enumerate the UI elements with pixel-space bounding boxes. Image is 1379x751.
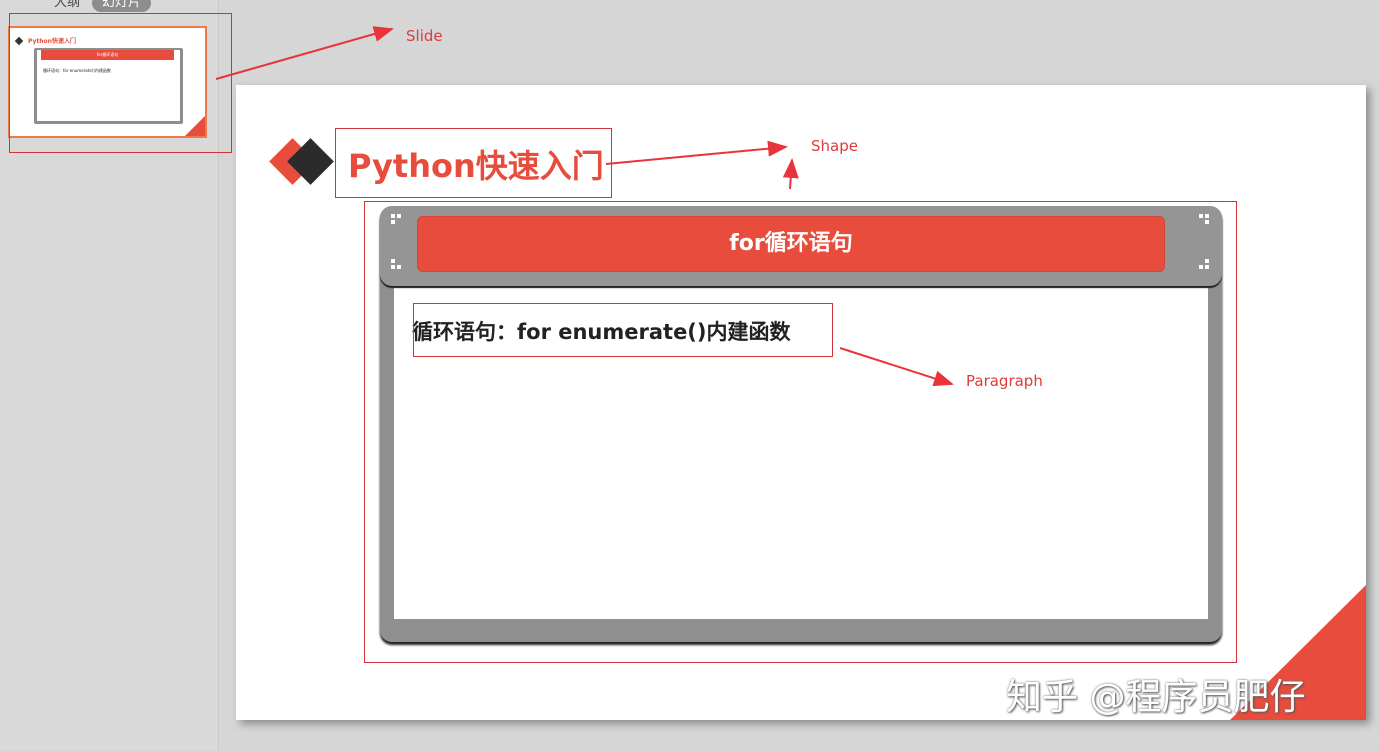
corner-dots-icon (1199, 259, 1211, 271)
slide-annotation-label: Slide (406, 27, 443, 45)
slide-thumbnail[interactable]: Python快速入门 for循环语句 循环语句：for enumerate()内… (8, 26, 207, 138)
corner-triangle (1230, 585, 1366, 720)
slide-arrow (215, 26, 394, 80)
corner-dots-icon (1199, 214, 1211, 226)
thumbnail-frame: for循环语句 循环语句：for enumerate()内建函数 (34, 48, 183, 124)
paragraph-annotation-label: Paragraph (966, 372, 1043, 390)
watermark: 知乎 @程序员肥仔 (1006, 677, 1306, 718)
shape-annotation-box (335, 128, 612, 198)
content-area (394, 288, 1208, 619)
corner-triangle (185, 116, 205, 136)
tab-slides[interactable]: 幻灯片 (92, 0, 152, 12)
frame-header: for循环语句 (380, 206, 1222, 286)
slide-title[interactable]: Python快速入门 (348, 147, 604, 185)
corner-dots-icon (391, 259, 403, 271)
shape-annotation-label: Shape (811, 137, 858, 155)
window-frame-shape[interactable]: for循环语句 循环语句：for enumerate()内建函数 (380, 206, 1222, 642)
tab-outline[interactable]: 大纲 (54, 0, 81, 10)
thumbnail-header: for循环语句 (41, 50, 174, 60)
slide-panel: 大纲 幻灯片 Python快速入门 for循环语句 循环语句：for enume… (0, 0, 232, 751)
paragraph-annotation-box (413, 303, 833, 357)
paragraph-text[interactable]: 循环语句：for enumerate()内建函数 (412, 320, 791, 344)
frame-annotation-box (364, 201, 1237, 663)
header-banner[interactable]: for循环语句 (417, 216, 1165, 272)
corner-dots-icon (391, 214, 403, 226)
slide-annotation-box (9, 13, 232, 153)
thumbnail-title: Python快速入门 (28, 38, 76, 45)
slide-canvas[interactable]: Python快速入门 for循环语句 循环语句：for enumerate()内… (236, 85, 1366, 720)
thumbnail-paragraph: 循环语句：for enumerate()内建函数 (43, 68, 111, 73)
